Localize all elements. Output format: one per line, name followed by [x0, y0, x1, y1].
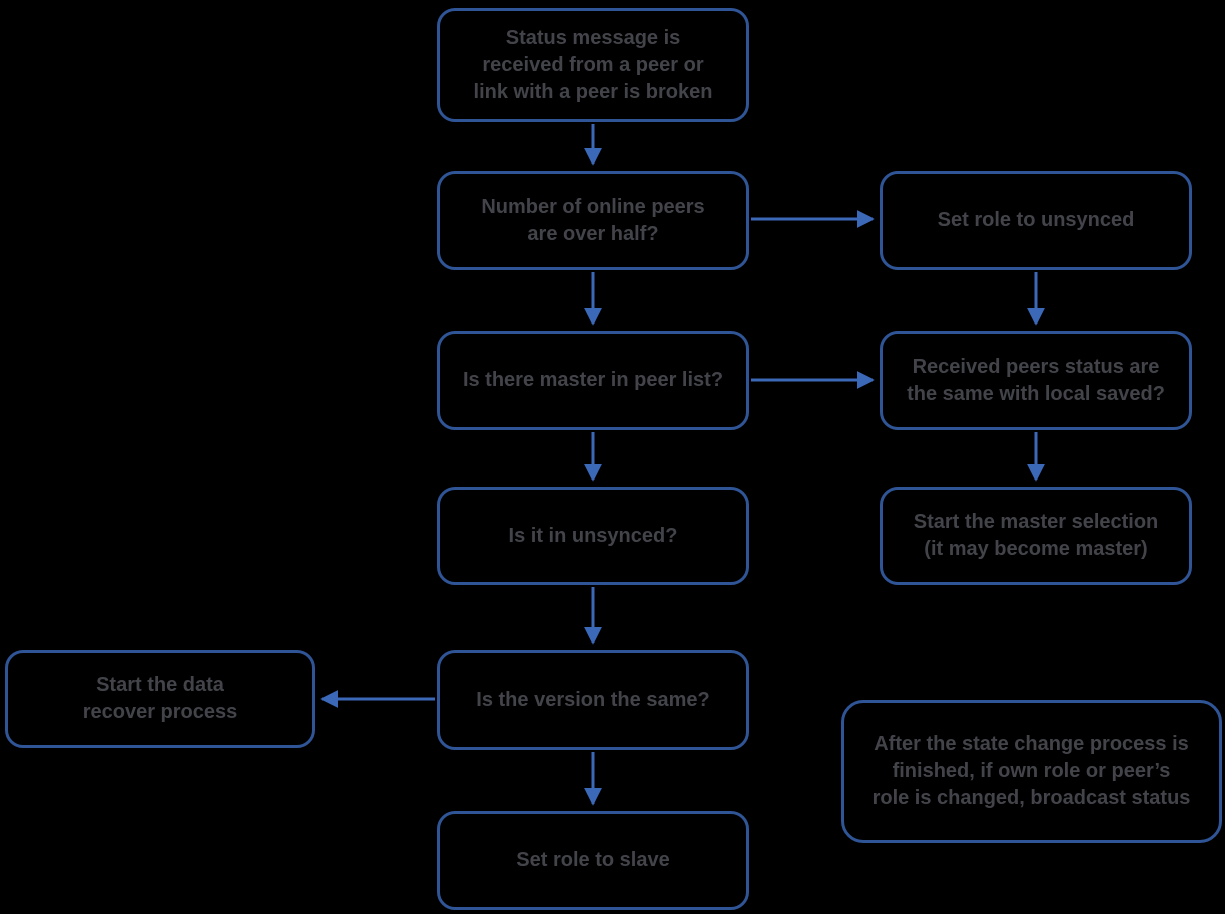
- node-is-it-in-unsynced: Is it in unsynced?: [437, 487, 749, 585]
- node-status-message-received: Status message is received from a peer o…: [437, 8, 749, 122]
- node-broadcast-status-note: After the state change process is finish…: [841, 700, 1222, 843]
- node-start-data-recover: Start the data recover process: [5, 650, 315, 748]
- node-is-version-same: Is the version the same?: [437, 650, 749, 750]
- node-start-master-selection: Start the master selection (it may becom…: [880, 487, 1192, 585]
- node-set-role-unsynced: Set role to unsynced: [880, 171, 1192, 270]
- node-master-in-peer-list: Is there master in peer list?: [437, 331, 749, 430]
- node-online-peers-over-half: Number of online peers are over half?: [437, 171, 749, 270]
- node-peers-status-same-as-local: Received peers status are the same with …: [880, 331, 1192, 430]
- node-set-role-slave: Set role to slave: [437, 811, 749, 910]
